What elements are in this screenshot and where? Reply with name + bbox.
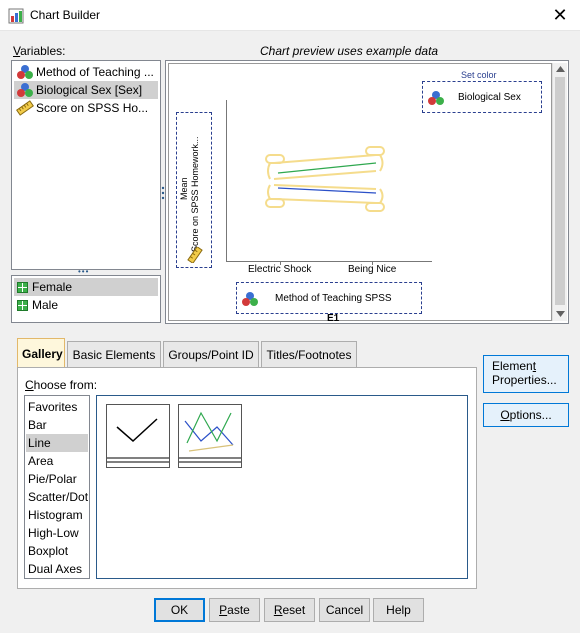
variable-item-score-on-spss[interactable]: Score on SPSS Ho... — [14, 99, 158, 117]
preview-caption: Chart preview uses example data — [260, 44, 439, 58]
chart-type-favorites[interactable]: Favorites — [28, 400, 78, 414]
example-series-line-blue — [277, 187, 377, 194]
y-axis-line — [226, 100, 227, 262]
simple-line-thumbnail[interactable] — [106, 404, 170, 468]
chart-type-boxplot[interactable]: Boxplot — [28, 544, 69, 558]
example-series-line-green — [277, 162, 377, 174]
x-axis-line — [226, 261, 432, 262]
tab-groups-point-id[interactable]: Groups/Point ID — [163, 341, 259, 367]
variable-label: Biological Sex [Sex] — [36, 83, 143, 97]
scroll-down-icon[interactable] — [556, 311, 565, 317]
category-label: Male — [32, 298, 59, 312]
tab-gallery[interactable]: Gallery — [17, 338, 65, 368]
category-item-male[interactable]: Male — [14, 296, 158, 314]
category-value-icon — [17, 300, 28, 311]
window-title: Chart Builder — [30, 8, 101, 22]
chart-type-line[interactable]: Line — [26, 434, 88, 452]
y-axis-drop-zone[interactable]: Mean Score on SPSS Homework... — [176, 112, 212, 268]
x-category-label: Being Nice — [348, 264, 397, 275]
paste-button[interactable]: Paste — [209, 598, 260, 622]
close-icon[interactable]: ✕ — [552, 5, 568, 25]
x-axis-variable-label: Method of Teaching SPSS — [275, 293, 392, 304]
nominal-variable-icon — [428, 91, 444, 105]
chart-type-scatter-dot[interactable]: Scatter/Dot — [28, 490, 89, 504]
scroll-thumb[interactable] — [555, 77, 565, 305]
reset-button[interactable]: Reset — [264, 598, 315, 622]
variable-label: Score on SPSS Ho... — [36, 101, 149, 115]
multiple-line-chart-icon — [179, 411, 241, 463]
multiple-line-thumbnail[interactable] — [178, 404, 242, 468]
example-line-element[interactable] — [264, 145, 394, 215]
x-axis-tick — [372, 261, 373, 265]
element-properties-button[interactable]: Element Properties... — [483, 355, 569, 393]
tab-basic-elements[interactable]: Basic Elements — [67, 341, 161, 367]
scroll-up-icon[interactable] — [556, 66, 565, 72]
chart-type-high-low[interactable]: High-Low — [28, 526, 79, 540]
ok-button[interactable]: OK — [154, 598, 205, 622]
x-axis-drop-zone[interactable]: Method of Teaching SPSS — [236, 282, 422, 314]
category-label: Female — [32, 280, 73, 294]
variables-label: Variables: — [13, 44, 66, 58]
chart-type-bar[interactable]: Bar — [28, 418, 47, 432]
chart-type-dual-axes[interactable]: Dual Axes — [28, 562, 83, 576]
help-button[interactable]: Help — [373, 598, 424, 622]
scale-variable-icon — [16, 100, 34, 116]
tab-titles-footnotes[interactable]: Titles/Footnotes — [261, 341, 357, 367]
nominal-variable-icon — [17, 65, 33, 79]
x-category-label: Electric Shock — [248, 264, 312, 275]
preview-vertical-scrollbar[interactable] — [552, 63, 567, 321]
nominal-variable-icon — [242, 292, 258, 306]
chart-type-list[interactable]: Favorites Bar Line Area Pie/Polar Scatte… — [24, 395, 90, 579]
category-value-icon — [17, 282, 28, 293]
variable-item-biological-sex[interactable]: Biological Sex [Sex] — [14, 81, 158, 99]
element-id-label: E1 — [327, 313, 340, 321]
x-axis-tick — [280, 261, 281, 265]
chart-builder-app-icon — [8, 8, 24, 24]
cancel-button[interactable]: Cancel — [319, 598, 370, 622]
splitter-grip-vertical[interactable] — [161, 185, 165, 201]
variable-item-method-of-teaching[interactable]: Method of Teaching ... — [14, 63, 158, 81]
chart-type-histogram[interactable]: Histogram — [28, 508, 83, 522]
options-button[interactable]: Options... — [483, 403, 569, 427]
choose-from-label: Choose from: — [25, 378, 98, 392]
variables-list[interactable]: Method of Teaching ... Biological Sex [S… — [11, 60, 161, 270]
simple-line-chart-icon — [107, 418, 169, 463]
title-bar: Chart Builder ✕ — [0, 0, 580, 31]
set-color-drop-zone[interactable]: Biological Sex — [422, 81, 542, 113]
legend-variable-label: Biological Sex — [458, 92, 521, 103]
splitter-grip-horizontal[interactable]: ••• — [78, 267, 90, 276]
nominal-variable-icon — [17, 83, 33, 97]
scale-variable-icon — [187, 247, 203, 263]
chart-type-pie-polar[interactable]: Pie/Polar — [28, 472, 77, 486]
y-axis-title: Mean Score on SPSS Homework... — [179, 136, 200, 252]
chart-type-area[interactable]: Area — [28, 454, 54, 468]
category-list[interactable]: Female Male — [11, 275, 161, 323]
category-item-female[interactable]: Female — [14, 278, 158, 296]
set-color-label: Set color — [461, 70, 497, 80]
variable-label: Method of Teaching ... — [36, 65, 154, 79]
